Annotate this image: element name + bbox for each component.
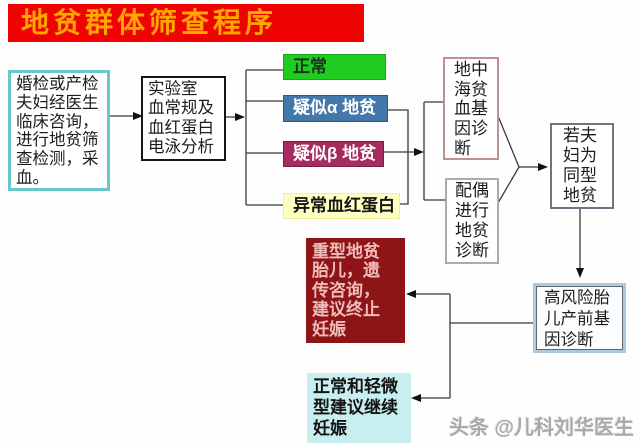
step-thalassemia-gene-diagnosis: 地中 海贫 血基 因诊 断 <box>443 57 499 160</box>
connector-prenatal-to-outcomes <box>406 290 533 402</box>
result-abnormal-hemoglobin: 异常血红蛋白 <box>283 193 400 219</box>
arrowhead-right <box>538 163 548 171</box>
arrowhead-left <box>411 394 421 402</box>
arrowhead-down <box>576 268 584 278</box>
connector-same-type-to-prenatal <box>576 209 584 278</box>
step-high-risk-prenatal-gene-diagnosis: 高风险胎 儿产前基 因诊断 <box>533 283 626 353</box>
connector-lab-to-results <box>225 69 283 206</box>
result-normal: 正常 <box>283 54 386 80</box>
connector-results-to-diagnosis <box>384 101 445 205</box>
arrowhead-right <box>414 148 424 156</box>
step-premarital-prenatal-consult: 婚检或产检 夫妇经医生 临床咨询， 进行地贫筛 查检测，采 血。 <box>8 70 110 191</box>
arrowhead-left <box>406 290 416 298</box>
result-suspected-alpha-thalassemia: 疑似α 地贫 <box>283 95 388 122</box>
step-lab-analysis: 实验室 血常规及 血红蛋白 电泳分析 <box>141 76 226 161</box>
flowchart-title: 地贫群体筛查程序 <box>8 4 364 42</box>
outcome-normal-mild-continue-pregnancy: 正常和轻微 型建议继续 妊娠 <box>307 373 411 443</box>
connector-consult-to-lab <box>110 112 143 120</box>
step-spouse-diagnosis: 配偶 进行 地贫 诊断 <box>445 178 499 264</box>
result-suspected-beta-thalassemia: 疑似β 地贫 <box>283 141 384 167</box>
condition-couple-same-type: 若夫 妇为 同型 地贫 <box>550 123 614 209</box>
watermark-credit: 头条 @儿科刘华医生 <box>448 417 634 439</box>
outcome-severe-terminate-pregnancy: 重型地贫 胎儿，遗 传咨询， 建议终止 妊娠 <box>306 238 405 343</box>
arrowhead-right <box>235 113 245 121</box>
connector-diagnosis-to-same-type <box>497 115 548 204</box>
